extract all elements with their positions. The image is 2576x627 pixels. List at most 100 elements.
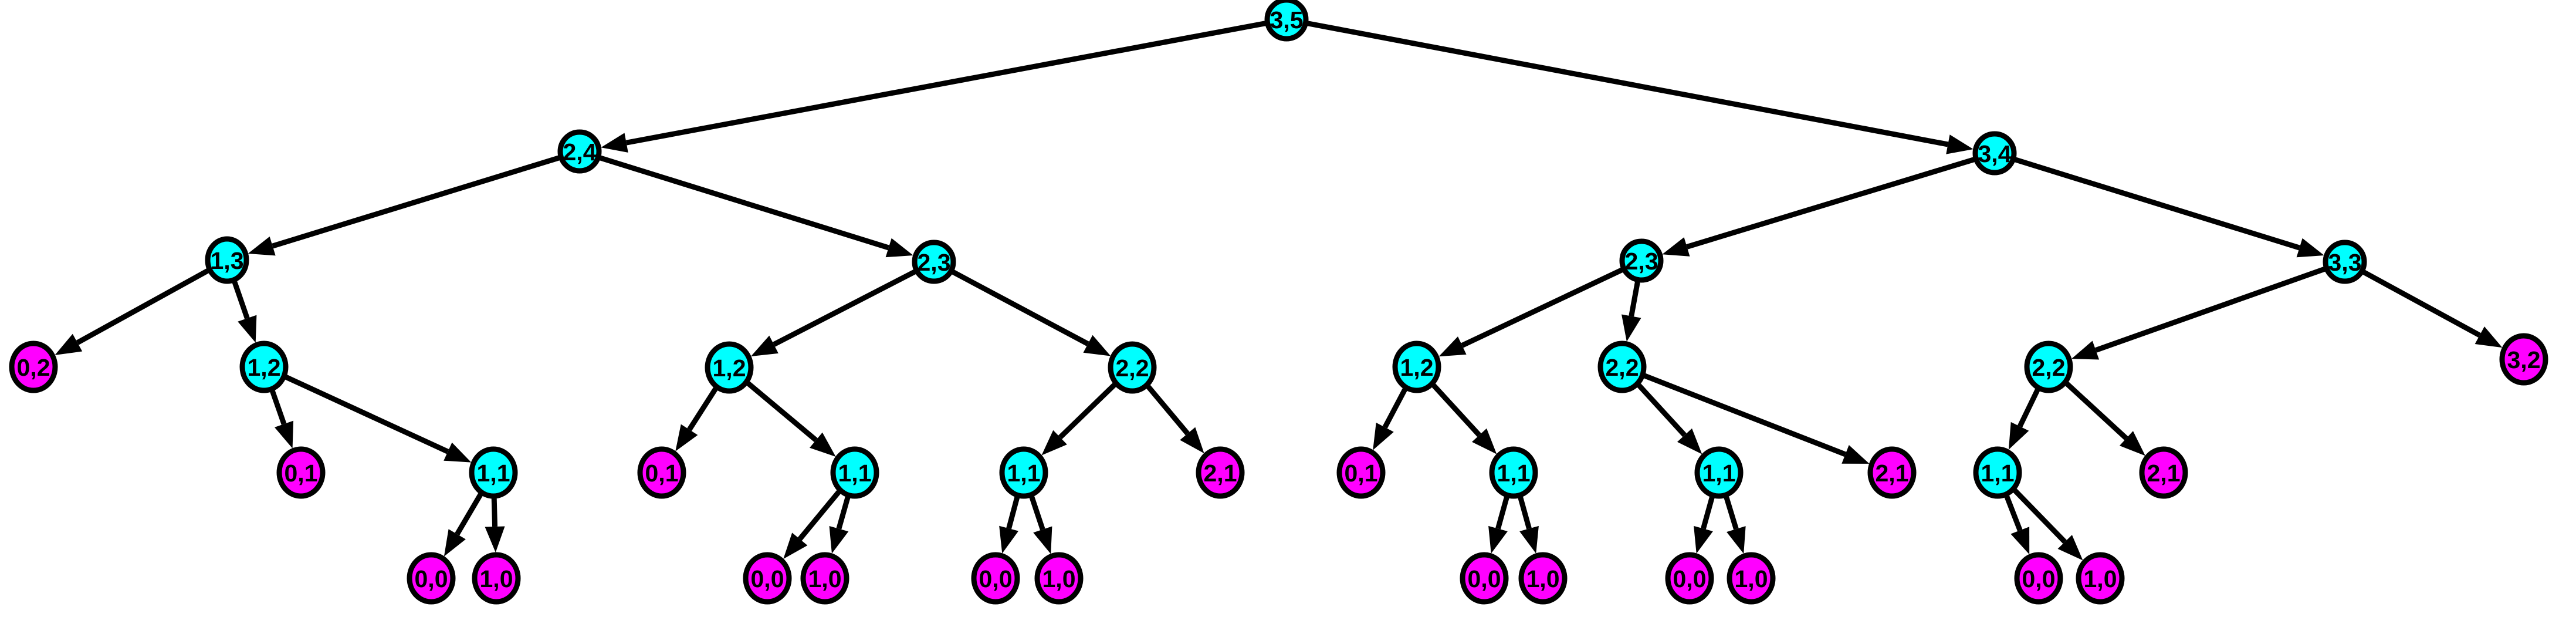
node-shape-leaf[interactable] [637, 446, 686, 499]
graph-node[interactable]: 1,3 [205, 236, 249, 284]
graph-node[interactable]: 3,2 [2499, 333, 2548, 386]
graph-node[interactable]: 1,0 [472, 552, 521, 605]
graph-node[interactable]: 2,4 [557, 129, 602, 174]
node-shape-leaf[interactable] [2014, 552, 2063, 605]
node-shape-leaf[interactable] [743, 552, 792, 605]
node-shape-internal[interactable] [239, 341, 289, 393]
graph-node[interactable]: 3,5 [1264, 0, 1309, 42]
graph-node[interactable]: 2,2 [1597, 341, 1647, 393]
graph-node[interactable]: 1,1 [469, 446, 518, 499]
graph-node[interactable]: 0,0 [743, 552, 792, 605]
graph-node[interactable]: 1,0 [1034, 552, 1084, 605]
node-shape-leaf[interactable] [1196, 446, 1245, 499]
graph-edge [836, 496, 851, 530]
graph-node[interactable]: 2,1 [1196, 446, 1245, 499]
node-shape-leaf[interactable] [1727, 552, 1776, 605]
nodes-layer: 3,5 2,4 3,4 1,3 2,3 2,3 3,3 0,2 1,2 1,2 2,2 1,2 2,2 2… [9, 0, 2548, 605]
node-shape-internal[interactable] [830, 446, 879, 499]
node-shape-leaf[interactable] [1867, 446, 1917, 499]
node-shape-internal[interactable] [557, 129, 602, 174]
edge-arrowhead-icon [1946, 134, 1974, 154]
graph-node[interactable]: 1,0 [1727, 552, 1776, 605]
graph-edge [772, 269, 916, 347]
node-shape-internal[interactable] [999, 446, 1048, 499]
node-shape-internal[interactable] [1264, 0, 1309, 42]
node-shape-internal[interactable] [1597, 341, 1647, 393]
node-shape-internal[interactable] [1489, 446, 1538, 499]
node-shape-internal[interactable] [1108, 341, 1157, 394]
node-shape-leaf[interactable] [472, 552, 521, 605]
node-shape-internal[interactable] [205, 236, 249, 284]
graph-edge [1686, 157, 1975, 250]
node-shape-internal[interactable] [1973, 446, 2022, 499]
node-shape-leaf[interactable] [971, 552, 1020, 605]
graph-node[interactable]: 1,1 [1694, 446, 1744, 499]
graph-node[interactable]: 1,1 [830, 446, 879, 499]
node-shape-leaf[interactable] [9, 341, 58, 393]
graph-node[interactable]: 1,0 [1518, 552, 1568, 605]
graph-edge [285, 375, 449, 454]
graph-node[interactable]: 0,1 [1336, 446, 1386, 499]
graph-node[interactable]: 1,0 [2076, 552, 2125, 605]
edge-arrowhead-icon [275, 420, 294, 449]
node-shape-internal[interactable] [469, 446, 518, 499]
node-shape-internal[interactable] [1694, 446, 1744, 499]
edge-arrowhead-icon [810, 432, 836, 457]
node-shape-internal[interactable] [705, 341, 754, 394]
node-shape-leaf[interactable] [1665, 552, 1714, 605]
graph-edge [491, 498, 498, 527]
graph-node[interactable]: 0,0 [971, 552, 1020, 605]
node-shape-leaf[interactable] [1336, 446, 1386, 499]
graph-node[interactable]: 1,0 [800, 552, 849, 605]
graph-node[interactable]: 0,2 [9, 341, 58, 393]
node-shape-internal[interactable] [1392, 341, 1441, 393]
graph-node[interactable]: 0,0 [1665, 552, 1714, 605]
graph-node[interactable]: 2,1 [2139, 446, 2188, 499]
graph-edge [1146, 385, 1190, 436]
graph-node[interactable]: 3,3 [2323, 240, 2367, 284]
graph-node[interactable]: 2,1 [1867, 446, 1917, 499]
graph-edge [1058, 383, 1116, 440]
graph-node[interactable]: 0,0 [2014, 552, 2063, 605]
graph-node[interactable]: 2,2 [1108, 341, 1157, 394]
graph-edge [1307, 21, 1949, 147]
node-shape-internal[interactable] [1619, 238, 1664, 283]
node-shape-internal[interactable] [2323, 240, 2367, 284]
edge-arrowhead-icon [1677, 428, 1702, 454]
node-shape-leaf[interactable] [800, 552, 849, 605]
graph-node[interactable]: 2,3 [912, 240, 956, 284]
graph-edge [2362, 269, 2481, 338]
node-shape-leaf[interactable] [276, 446, 326, 499]
edge-arrowhead-icon [2057, 535, 2083, 561]
graph-node[interactable]: 3,4 [1972, 131, 2017, 176]
graph-edge [1637, 383, 1687, 437]
edge-arrowhead-icon [238, 315, 257, 343]
node-shape-leaf[interactable] [1518, 552, 1568, 605]
edges-layer [55, 21, 2503, 561]
graph-node[interactable]: 0,0 [1460, 552, 1509, 605]
graph-node[interactable]: 1,2 [239, 341, 289, 393]
node-shape-leaf[interactable] [2076, 552, 2125, 605]
graph-edge [1006, 497, 1020, 530]
node-shape-leaf[interactable] [1460, 552, 1509, 605]
graph-node[interactable]: 1,2 [1392, 341, 1441, 393]
node-shape-internal[interactable] [912, 240, 956, 284]
graph-node[interactable]: 1,2 [705, 341, 754, 394]
graph-node[interactable]: 0,1 [276, 446, 326, 499]
graph-node[interactable]: 0,1 [637, 446, 686, 499]
graph-node[interactable]: 1,1 [1973, 446, 2022, 499]
node-shape-internal[interactable] [1972, 131, 2017, 176]
graph-node[interactable]: 1,1 [999, 446, 1048, 499]
node-shape-leaf[interactable] [2139, 446, 2188, 499]
graph-node[interactable]: 0,0 [407, 552, 456, 605]
node-shape-leaf[interactable] [2499, 333, 2548, 386]
graph-edge [232, 281, 250, 319]
node-shape-internal[interactable] [2024, 341, 2073, 393]
graph-node[interactable]: 1,1 [1489, 446, 1538, 499]
graph-node[interactable]: 2,2 [2024, 341, 2073, 393]
edge-arrowhead-icon [55, 333, 83, 355]
graph-node[interactable]: 2,3 [1619, 238, 1664, 283]
graph-edge [599, 155, 889, 251]
node-shape-leaf[interactable] [407, 552, 456, 605]
node-shape-leaf[interactable] [1034, 552, 1084, 605]
